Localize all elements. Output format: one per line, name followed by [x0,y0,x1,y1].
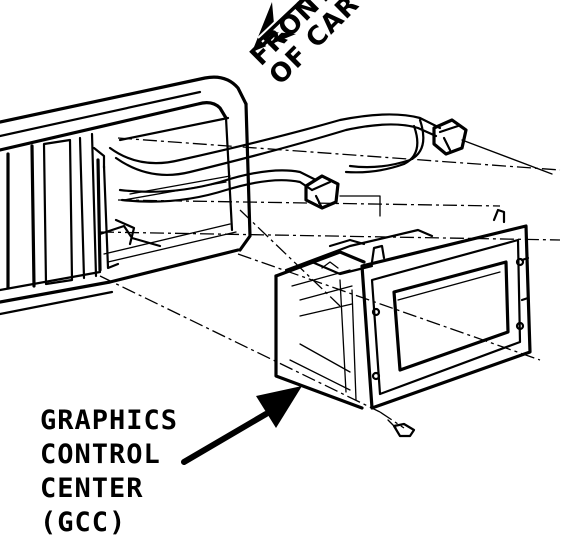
wiring-harness [108,113,442,203]
harness-connector-upper [432,118,468,156]
gcc-module [274,208,532,410]
gcc-label-line-1: GRAPHICS [40,405,179,436]
arrow-up-left-icon [252,0,306,52]
gcc-label-line-2: CONTROL [40,439,161,470]
dashboard-bezel [0,75,252,316]
gcc-callout-label: GRAPHICS CONTROL CENTER (GCC) [40,404,178,540]
harness-connector-lower [304,174,340,210]
arrow-up-right-icon [181,386,302,465]
gcc-label-line-3: CENTER [40,473,144,504]
mounting-screw [387,419,416,438]
gcc-label-line-4: (GCC) [40,507,127,538]
